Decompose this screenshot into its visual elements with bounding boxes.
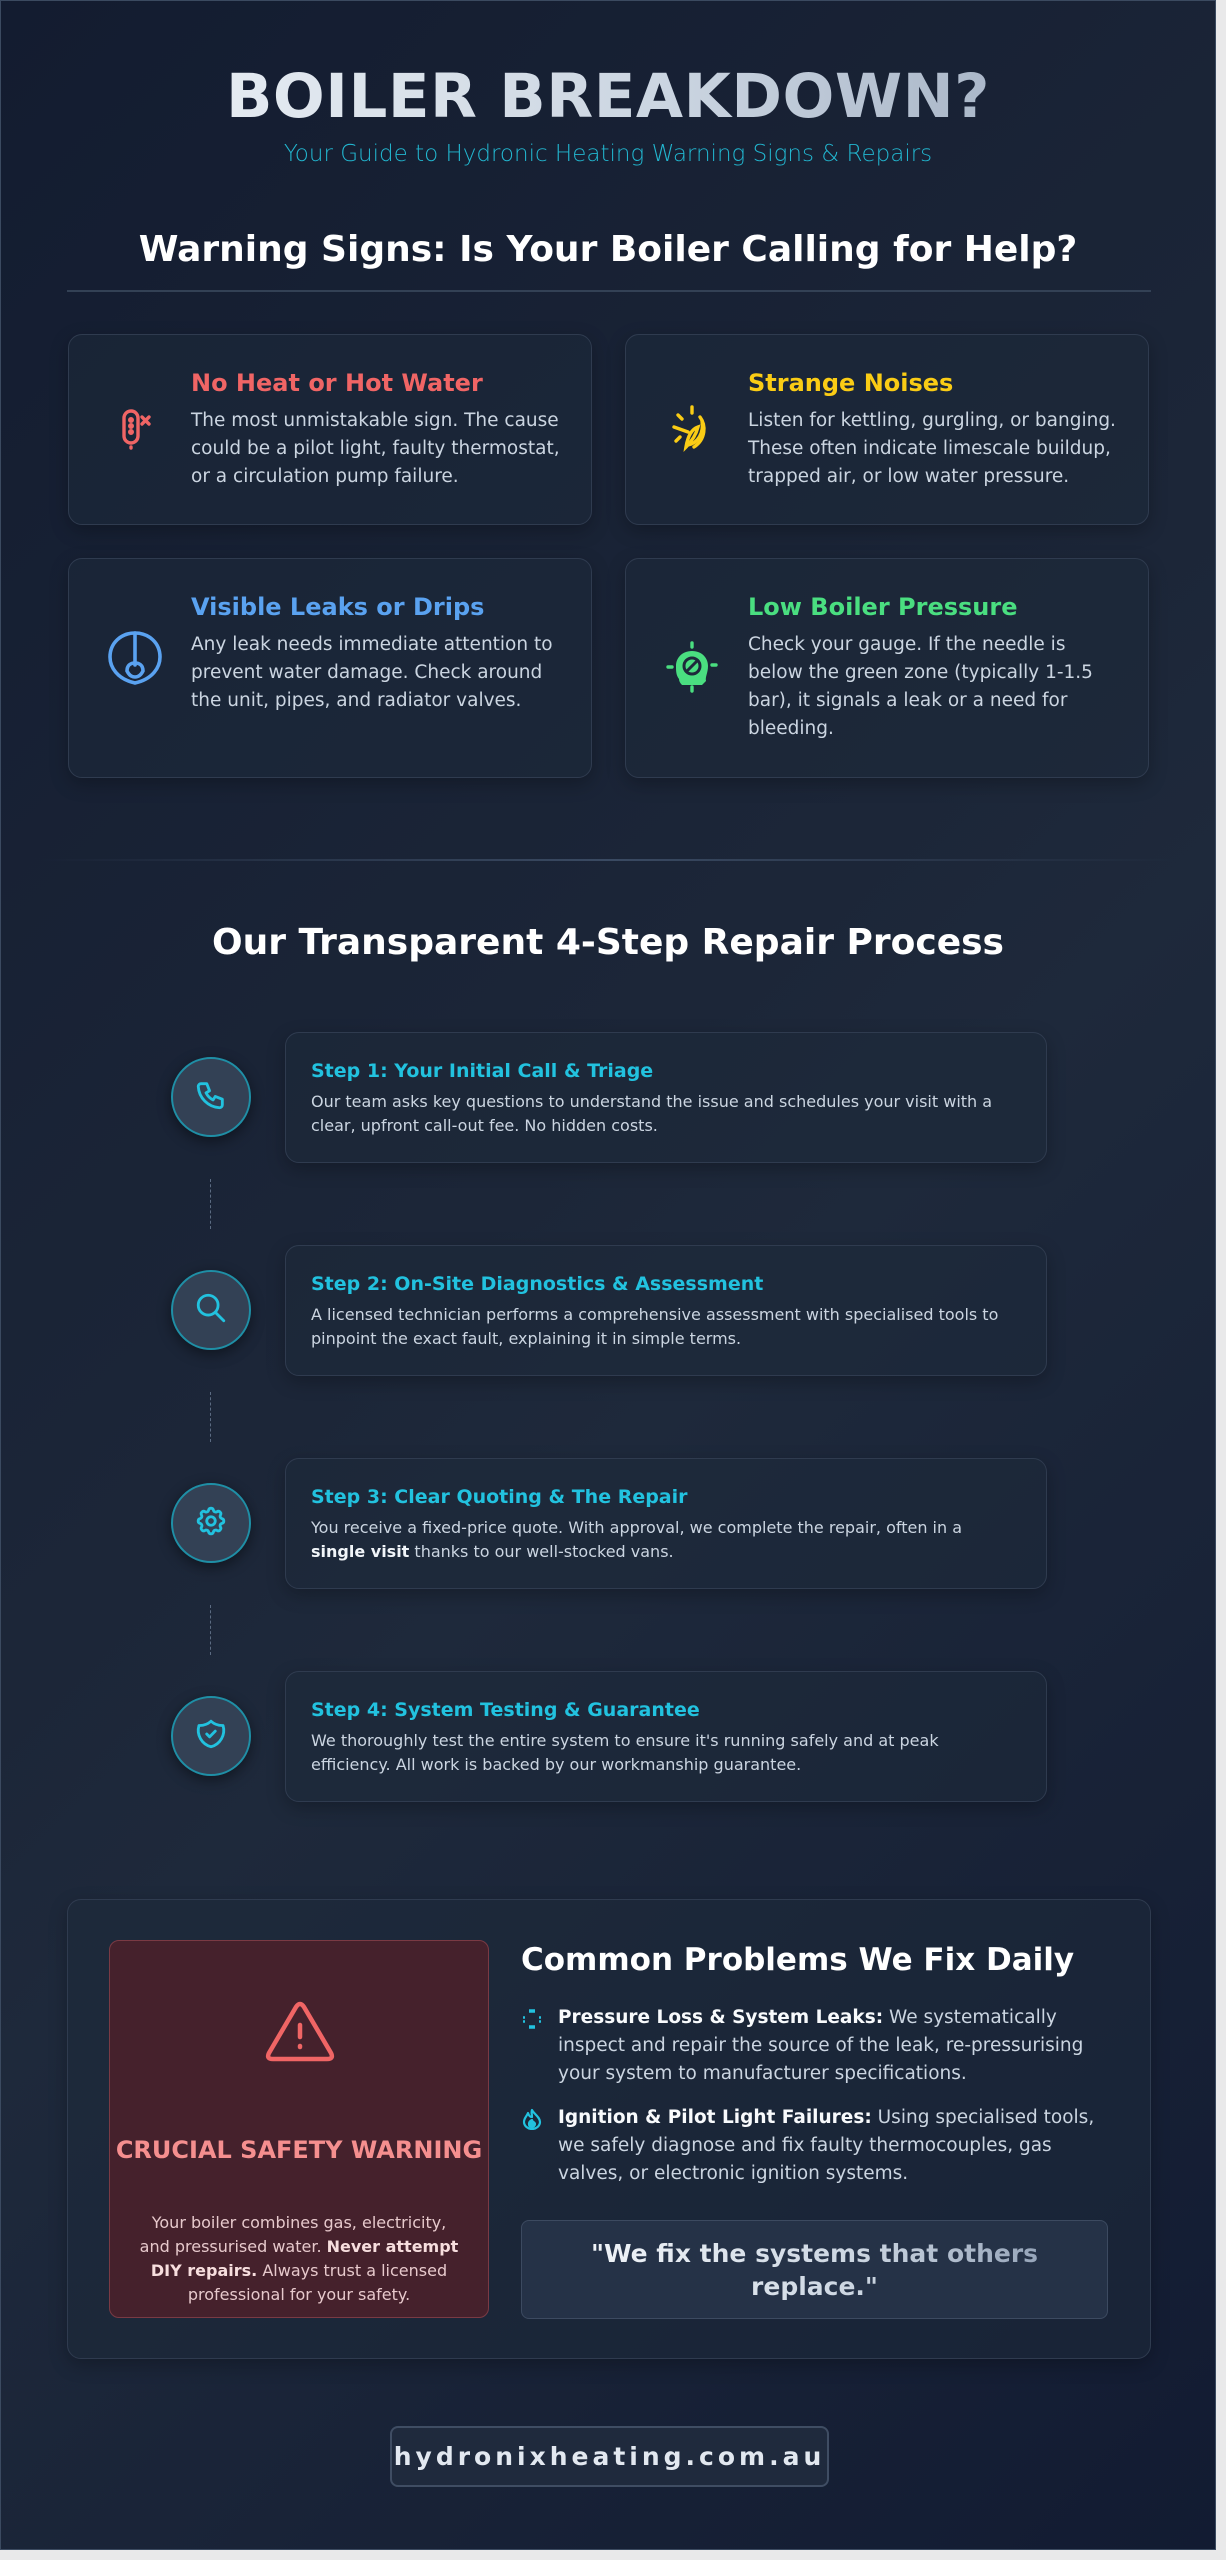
problem-label: Pressure Loss & System Leaks: — [558, 2007, 884, 2028]
step-title: Step 3: Clear Quoting & The Repair — [311, 1486, 688, 1508]
warning-card-strange-noises: Strange Noises Listen for kettling, gurg… — [625, 334, 1149, 525]
safety-warning-box: CRUCIAL SAFETY WARNING Your boiler combi… — [109, 1940, 489, 2318]
card-text: Any leak needs immediate attention to pr… — [191, 634, 553, 711]
step-2-badge — [171, 1270, 251, 1350]
flame-icon — [521, 2108, 543, 2131]
process-title: Our Transparent 4-Step Repair Process — [212, 922, 1004, 963]
warning-triangle-icon — [265, 2001, 335, 2069]
step-connector — [210, 1179, 211, 1229]
card-title: No Heat or Hot Water — [191, 369, 483, 397]
leak-drip-icon — [105, 627, 165, 687]
pressure-loading-icon — [521, 2008, 543, 2030]
problem-label: Ignition & Pilot Light Failures: — [558, 2107, 872, 2128]
warning-card-no-heat: No Heat or Hot Water The most unmistakab… — [68, 334, 592, 525]
step-3-badge — [171, 1483, 251, 1563]
section-divider — [67, 290, 1151, 292]
problem-item: Pressure Loss & System Leaks: We systema… — [521, 2004, 1121, 2088]
step-4-card: Step 4: System Testing & Guarantee We th… — [285, 1671, 1047, 1802]
noise-burst-icon — [662, 399, 722, 459]
step-2-card: Step 2: On-Site Diagnostics & Assessment… — [285, 1245, 1047, 1376]
step-1-card: Step 1: Your Initial Call & Triage Our t… — [285, 1032, 1047, 1163]
page-title: BOILER BREAKDOWN? — [1, 61, 1215, 133]
problems-title: Common Problems We Fix Daily — [521, 1942, 1075, 1978]
card-text: The most unmistakable sign. The cause co… — [191, 410, 560, 487]
step-3-card: Step 3: Clear Quoting & The Repair You r… — [285, 1458, 1047, 1589]
step-connector — [210, 1605, 211, 1655]
problem-text: We systematically inspect and repair the… — [558, 2007, 1084, 2084]
step-title: Step 4: System Testing & Guarantee — [311, 1699, 700, 1721]
problem-item: Ignition & Pilot Light Failures: Using s… — [521, 2104, 1121, 2188]
step-1-badge — [171, 1057, 251, 1137]
pressure-gauge-icon — [662, 637, 722, 697]
emphasis: Never attempt DIY repairs. — [150, 2237, 459, 2280]
card-text: Listen for kettling, gurgling, or bangin… — [748, 410, 1116, 487]
hero-header: BOILER BREAKDOWN? Your Guide to Hydronic… — [1, 61, 1215, 167]
search-icon — [194, 1291, 228, 1329]
website-link[interactable]: hydronixheating.com.au — [390, 2426, 829, 2487]
step-4-badge — [171, 1696, 251, 1776]
safety-text: Your boiler combines gas, electricity, a… — [139, 2213, 459, 2304]
step-text: Our team asks key questions to understan… — [311, 1092, 993, 1135]
problem-text: Using specialised tools, we safely diagn… — [558, 2107, 1095, 2184]
section-divider — [41, 859, 1177, 861]
card-text: Check your gauge. If the needle is below… — [748, 634, 1093, 739]
step-title: Step 2: On-Site Diagnostics & Assessment — [311, 1273, 764, 1295]
common-problems: Common Problems We Fix Daily Pressure Lo… — [521, 1940, 1121, 2188]
problems-panel: CRUCIAL SAFETY WARNING Your boiler combi… — [67, 1899, 1151, 2359]
step-title: Step 1: Your Initial Call & Triage — [311, 1060, 654, 1082]
card-title: Low Boiler Pressure — [748, 593, 1018, 621]
step-text: You receive a fixed-price quote. With ap… — [311, 1518, 963, 1561]
page-subtitle: Your Guide to Hydronic Heating Warning S… — [283, 141, 933, 167]
card-title: Strange Noises — [748, 369, 954, 397]
safety-title: CRUCIAL SAFETY WARNING — [115, 2136, 483, 2164]
warning-card-low-pressure: Low Boiler Pressure Check your gauge. If… — [625, 558, 1149, 778]
phone-icon — [194, 1078, 228, 1116]
warning-card-leaks: Visible Leaks or Drips Any leak needs im… — [68, 558, 592, 778]
step-text: We thoroughly test the entire system to … — [311, 1731, 939, 1774]
warning-signs-title: Warning Signs: Is Your Boiler Calling fo… — [138, 229, 1078, 270]
tagline-quote: "We fix the systems that others replace.… — [521, 2220, 1108, 2319]
gear-icon — [194, 1504, 228, 1542]
thermometer-off-icon — [105, 399, 165, 459]
emphasis: single visit — [311, 1542, 410, 1561]
step-text: A licensed technician performs a compreh… — [311, 1305, 999, 1348]
step-connector — [210, 1392, 211, 1442]
card-title: Visible Leaks or Drips — [191, 593, 485, 621]
shield-check-icon — [194, 1717, 228, 1755]
